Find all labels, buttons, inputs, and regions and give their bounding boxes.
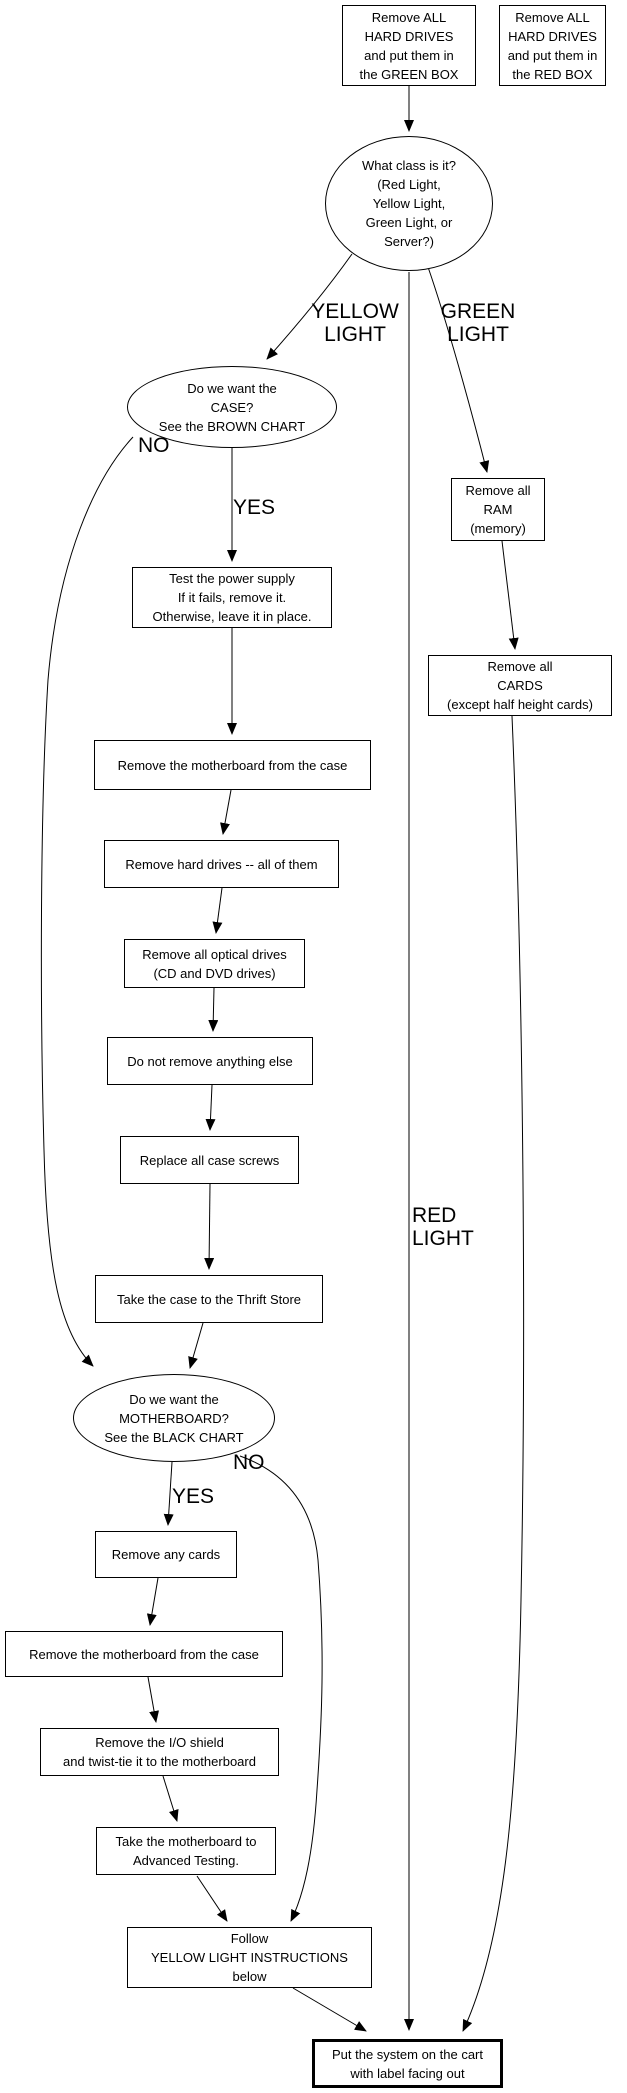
- node-thrift-store: Take the case to the Thrift Store: [95, 1275, 323, 1323]
- node-replace-case-screws: Replace all case screws: [120, 1136, 299, 1184]
- node-remove-optical-drives: Remove all optical drives (CD and DVD dr…: [124, 939, 305, 988]
- node-remove-hard-drives: Remove hard drives -- all of them: [104, 840, 339, 888]
- node-advanced-testing: Take the motherboard to Advanced Testing…: [96, 1827, 276, 1875]
- edge-label-yellow-light: YELLOW LIGHT: [311, 300, 399, 346]
- node-remove-any-cards: Remove any cards: [95, 1531, 237, 1578]
- edge-advtest-to-follow: [196, 1875, 228, 1922]
- edge-ioshield-to-advtest: [162, 1775, 179, 1822]
- node-remove-cards-half-height: Remove all CARDS (except half height car…: [428, 655, 612, 716]
- node-remove-hdd-green-box: Remove ALL HARD DRIVES and put them in t…: [342, 5, 476, 86]
- edge-thrift-to-wantmobo: [188, 1322, 204, 1369]
- node-want-case-decision: Do we want the CASE? See the BROWN CHART: [127, 366, 337, 448]
- node-put-system-on-cart: Put the system on the cart with label fa…: [312, 2039, 503, 2088]
- edge-label-red-light: RED LIGHT: [412, 1204, 474, 1250]
- edge-label-case-no: NO: [138, 434, 170, 457]
- edge-label-mobo-no: NO: [233, 1451, 265, 1474]
- edge-mobo2-to-ioshield: [147, 1676, 159, 1723]
- edge-mobo1-to-hdd: [220, 789, 232, 835]
- node-remove-motherboard-2: Remove the motherboard from the case: [5, 1631, 283, 1677]
- node-remove-motherboard-1: Remove the motherboard from the case: [94, 740, 371, 790]
- node-remove-ram: Remove all RAM (memory): [451, 478, 545, 541]
- edge-cards2-to-cart: [462, 715, 525, 2032]
- edge-nothing-to-screws: [205, 1084, 216, 1131]
- node-follow-yellow-instructions: Follow YELLOW LIGHT INSTRUCTIONS below: [127, 1927, 372, 1988]
- edge-cards-to-mobo2: [146, 1577, 159, 1626]
- edge-optical-to-nothing: [208, 987, 219, 1032]
- node-do-not-remove-else: Do not remove anything else: [107, 1037, 313, 1085]
- edge-mobo-yes: [163, 1461, 174, 1526]
- edge-hdd-to-optical: [212, 887, 223, 934]
- edge-screws-to-thrift: [204, 1183, 215, 1270]
- node-test-power-supply: Test the power supply If it fails, remov…: [132, 567, 332, 628]
- edge-case-no: [40, 436, 134, 1367]
- edge-follow-to-cart: [292, 1987, 367, 2032]
- edge-ram-to-cards2: [501, 540, 519, 650]
- node-want-motherboard-decision: Do we want the MOTHERBOARD? See the BLAC…: [73, 1374, 275, 1462]
- edge-mobo-no: [239, 1455, 323, 1922]
- node-what-class-decision: What class is it? (Red Light, Yellow Lig…: [325, 136, 493, 271]
- node-remove-io-shield: Remove the I/O shield and twist-tie it t…: [40, 1728, 279, 1776]
- edge-label-green-light: GREEN LIGHT: [440, 300, 516, 346]
- edge-class-green-light: [427, 266, 490, 473]
- edge-class-yellow-light: [266, 253, 353, 360]
- edge-label-mobo-yes: YES: [172, 1485, 215, 1508]
- node-remove-hdd-red-box: Remove ALL HARD DRIVES and put them in t…: [499, 5, 606, 86]
- edge-label-case-yes: YES: [233, 496, 276, 519]
